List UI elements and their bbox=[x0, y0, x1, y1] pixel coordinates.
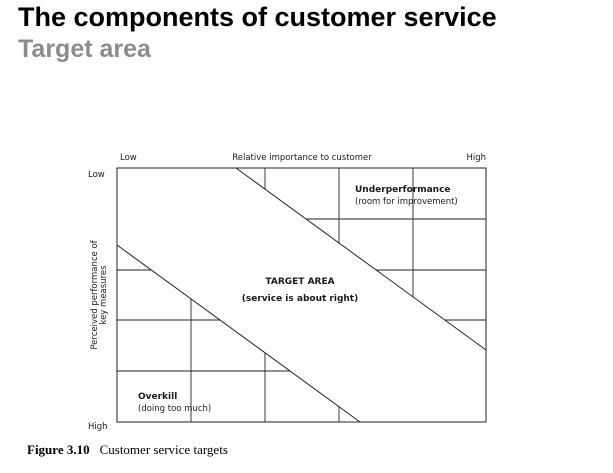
underperformance-title: Underperformance bbox=[355, 185, 451, 195]
slide-title: The components of customer service bbox=[18, 2, 497, 32]
overkill-title: Overkill bbox=[138, 392, 177, 402]
target-area-subtitle: (service is about right) bbox=[242, 294, 358, 304]
y-axis-low-label: Low bbox=[88, 170, 105, 180]
target-area-band bbox=[117, 168, 486, 422]
x-axis-title: Relative importance to customer bbox=[232, 153, 372, 163]
overkill-subtitle: (doing too much) bbox=[138, 404, 211, 414]
figure-caption: Figure 3.10 Customer service targets bbox=[27, 442, 228, 458]
figure-caption-text: Customer service targets bbox=[99, 442, 228, 457]
upper-boundary-diagonal bbox=[235, 167, 487, 351]
x-axis-high-label: High bbox=[466, 153, 486, 163]
figure-caption-number: Figure 3.10 bbox=[27, 442, 90, 457]
slide-subtitle: Target area bbox=[18, 35, 151, 63]
underperformance-subtitle: (room for improvement) bbox=[355, 197, 458, 207]
y-axis-high-label: High bbox=[88, 422, 108, 432]
y-axis-title-line2: key measures bbox=[99, 265, 109, 325]
lower-boundary-diagonal bbox=[116, 244, 361, 423]
x-axis-low-label: Low bbox=[120, 153, 137, 163]
target-area-title: TARGET AREA bbox=[265, 277, 334, 287]
y-axis-title-line1: Perceived performance of bbox=[90, 239, 100, 349]
